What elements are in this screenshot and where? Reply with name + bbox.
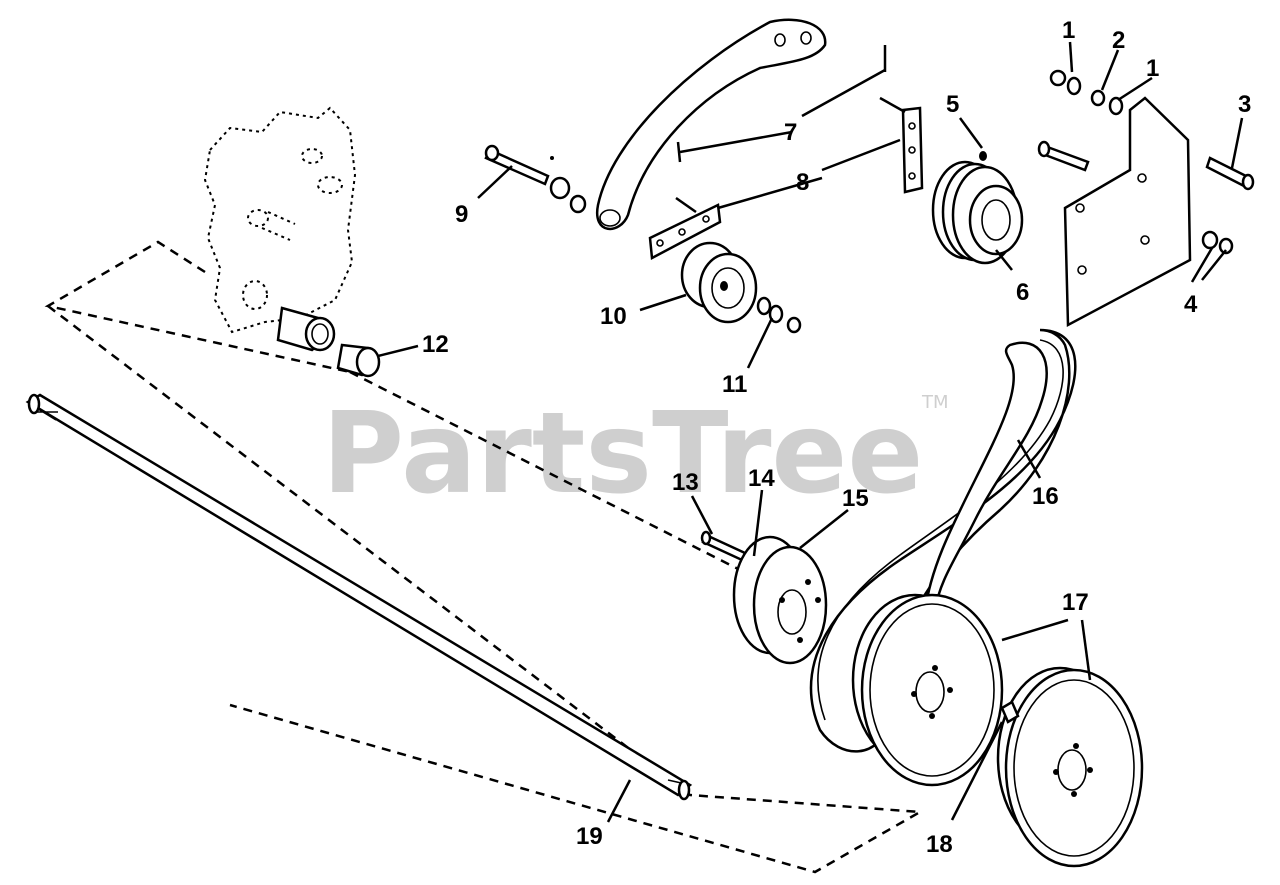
callout-12: 12 — [422, 331, 449, 358]
callout-17: 17 — [1062, 589, 1089, 616]
callout-2: 2 — [1112, 27, 1125, 54]
callout-8: 8 — [796, 169, 809, 196]
part-12-bushings — [276, 306, 381, 378]
callout-18: 18 — [926, 831, 953, 858]
callout-6: 6 — [1016, 279, 1029, 306]
callout-13: 13 — [672, 469, 699, 496]
callout-14: 14 — [748, 465, 775, 492]
callout-9: 9 — [455, 201, 468, 228]
part-6-pulley — [931, 151, 1024, 265]
callout-11: 11 — [722, 371, 747, 398]
dashed-assembly-lines — [44, 240, 925, 874]
callout-4: 4 — [1184, 291, 1198, 318]
callout-1a: 1 — [1062, 17, 1075, 44]
leader-lines — [377, 41, 1244, 823]
frame-bracket-outline — [203, 106, 357, 334]
callout-10: 10 — [600, 303, 627, 330]
part-7-arm — [595, 18, 827, 231]
callout-labels: 1 2 1 3 4 5 6 7 8 9 10 11 12 13 14 15 16… — [422, 17, 1251, 858]
callout-19: 19 — [576, 823, 603, 850]
part-17-pulleys — [851, 593, 1144, 868]
part-10-idler-pulley — [680, 241, 758, 324]
callout-5: 5 — [946, 91, 959, 118]
part-8-brackets — [648, 96, 924, 260]
part-11-hardware — [756, 296, 802, 334]
part-9-bolt — [484, 144, 587, 214]
callout-15: 15 — [842, 485, 869, 512]
callout-7: 7 — [784, 119, 797, 146]
part-18-key — [1000, 700, 1020, 724]
callout-16: 16 — [1032, 483, 1059, 510]
part-19-shaft — [25, 393, 693, 801]
watermark-trademark: TM — [921, 392, 949, 413]
callout-1b: 1 — [1146, 55, 1159, 82]
watermark-text: PartsTree — [322, 389, 923, 519]
callout-3: 3 — [1238, 91, 1251, 118]
mounting-plate — [1037, 69, 1255, 328]
part-7-pins — [676, 45, 887, 163]
part-15-hub — [732, 535, 828, 665]
